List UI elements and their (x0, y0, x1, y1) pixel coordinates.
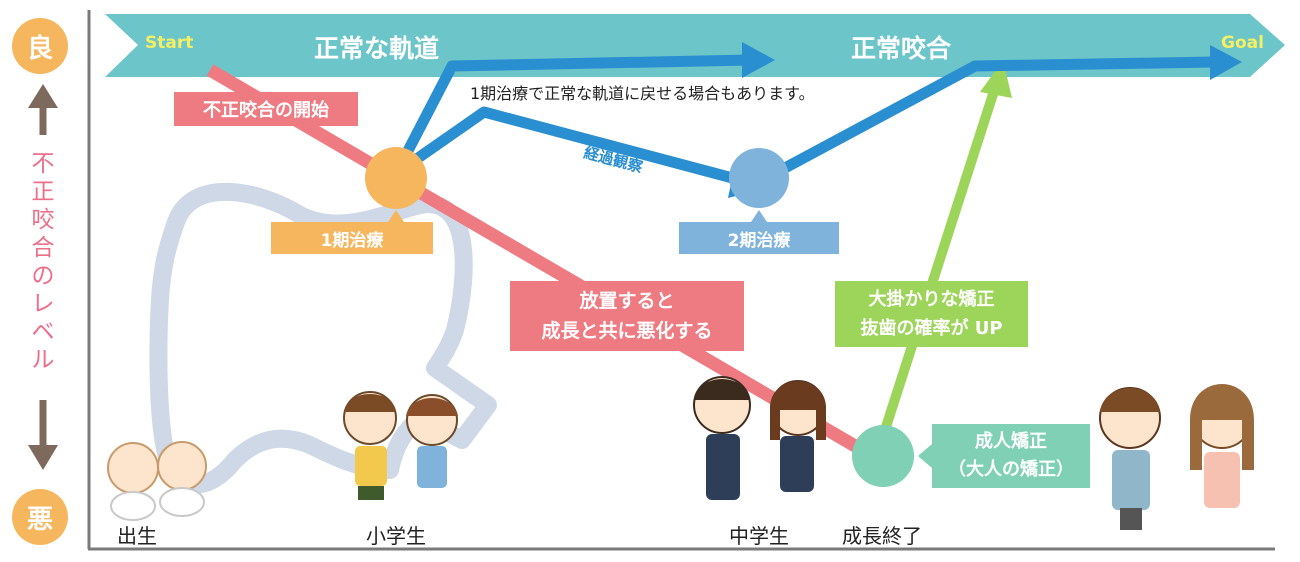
malocclusion-onset-label: 不正咬合の開始 (174, 92, 358, 126)
axis-arrow-up (28, 84, 58, 108)
neglect-warning-box: 放置すると 成長と共に悪化する (510, 281, 744, 351)
stage-birth: 出生 (117, 524, 157, 548)
normal-track-title: 正常な軌道 (314, 34, 440, 63)
level-axis-char: 咬 (31, 207, 55, 233)
adult-treatment-line (880, 86, 1000, 432)
stage-elementary: 小学生 (366, 524, 426, 548)
start-label: Start (145, 33, 194, 53)
level-axis-char: 不 (31, 151, 55, 177)
adults-illustration (1099, 384, 1254, 530)
phase2-return-arrow (767, 56, 1216, 181)
phase1-return-arrow (393, 54, 751, 173)
neglect-line-2: 成長と共に悪化する (541, 320, 713, 342)
level-axis-char: ル (31, 347, 55, 373)
phase2-return-arrowhead (1210, 45, 1242, 80)
phase1-return-arrowhead (742, 42, 775, 78)
large-treatment-line-1: 大掛かりな矯正 (868, 289, 995, 310)
bad-level-badge: 悪 (12, 489, 68, 545)
elementary-kids-illustration (343, 391, 458, 500)
phase1-note: 1期治療で正常な軌道に戻せる場合もあります。 (470, 84, 815, 103)
stage-junior-high: 中学生 (729, 524, 789, 548)
goal-label: Goal (1221, 33, 1264, 53)
growth-end-node (852, 425, 914, 487)
adult-orthodontics-box: 成人矯正 （大人の矯正） (932, 424, 1090, 488)
level-axis-char: レ (31, 291, 55, 317)
level-axis-title: 不 正 咬 合 の レ ベ ル (23, 150, 63, 374)
adult-pointer (918, 444, 932, 468)
observation-arrow (394, 106, 742, 186)
stage-growth-end: 成長終了 (842, 524, 922, 548)
level-axis-char: ベ (31, 319, 55, 345)
malocclusion-line (206, 64, 866, 456)
normal-occlusion-title: 正常咬合 (851, 34, 952, 63)
neglect-line-1: 放置すると (579, 290, 675, 312)
large-treatment-line-2: 抜歯の確率が UP (860, 318, 1003, 339)
adult-line-2: （大人の矯正） (948, 459, 1074, 480)
level-axis-char: の (31, 263, 55, 289)
phase1-label: 1期治療 (271, 222, 433, 254)
level-axis-char: 正 (31, 179, 55, 205)
phase1-node (365, 147, 427, 209)
large-treatment-box: 大掛かりな矯正 抜歯の確率が UP (835, 281, 1028, 347)
babies-illustration (107, 441, 207, 521)
junior-high-illustration (693, 376, 826, 500)
good-level-badge: 良 (12, 18, 68, 74)
level-axis-char: 合 (31, 235, 55, 261)
phase2-label: 2期治療 (679, 222, 839, 254)
phase2-node (729, 148, 789, 208)
phase2-pointer (751, 210, 767, 222)
adult-line-1: 成人矯正 (975, 431, 1047, 452)
phase1-pointer (388, 210, 404, 222)
axis-arrow-down (28, 445, 58, 470)
